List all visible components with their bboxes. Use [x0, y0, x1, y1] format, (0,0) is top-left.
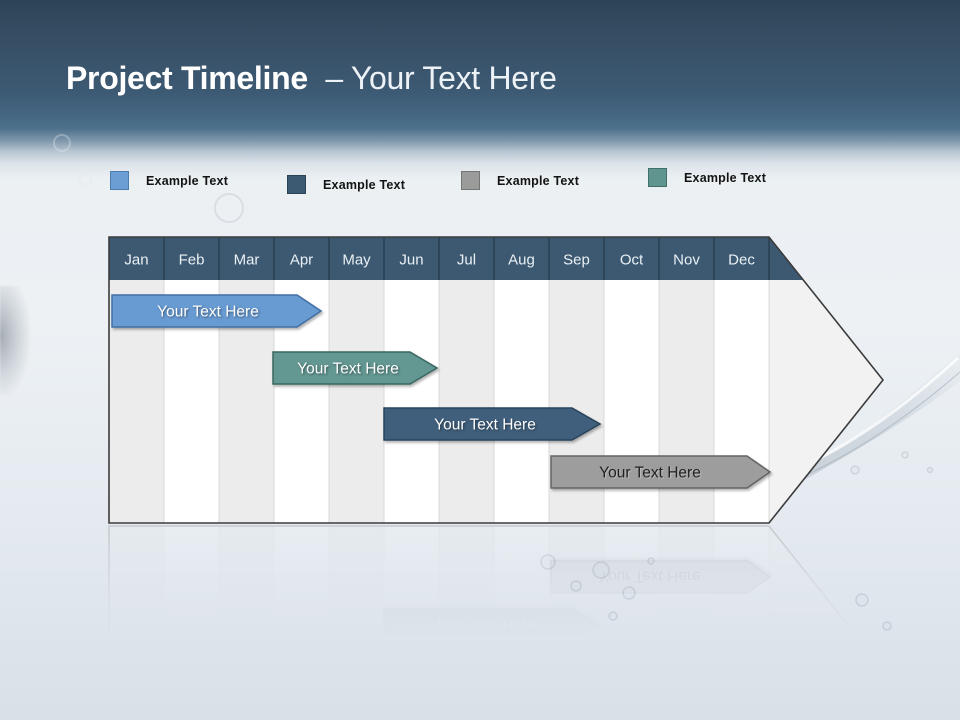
month-label-jan: Jan — [124, 252, 148, 269]
month-label-mar: Mar — [234, 252, 260, 269]
month-label-dec: Dec — [728, 252, 755, 269]
month-label-nov: Nov — [673, 252, 700, 269]
legend-item-4: Example Text — [648, 168, 766, 187]
timeline-arrow-svg: Jan Feb Mar Apr May Jun Jul Aug Sep Oct … — [108, 236, 885, 524]
task-bar-2 — [272, 351, 439, 385]
month-header-dividers — [163, 237, 770, 280]
month-label-jul: Jul — [457, 252, 476, 269]
legend-item-3: Example Text — [461, 171, 579, 190]
month-label-apr: Apr — [290, 252, 313, 269]
month-label-may: May — [342, 252, 371, 269]
legend-item-2: Example Text — [287, 175, 405, 194]
legend-label: Example Text — [497, 173, 580, 188]
task-bar-4 — [550, 455, 772, 489]
timeline-diagram: Jan Feb Mar Apr May Jun Jul Aug Sep Oct … — [108, 236, 885, 524]
legend-item-1: Example Text — [110, 171, 228, 190]
legend-label: Example Text — [684, 170, 767, 185]
task-bar-2-label: Your Text Here — [297, 361, 399, 378]
slide-title-suffix: – Your Text Here — [325, 60, 557, 96]
month-label-sep: Sep — [563, 252, 590, 269]
task-bar-1 — [111, 294, 323, 328]
task-bar-3 — [383, 407, 602, 441]
timeline-reflection-image: Jan Feb Mar Apr May Jun Jul Aug Sep Oct … — [108, 525, 884, 675]
svg-text:Your Text Here: Your Text Here — [599, 568, 701, 585]
legend-label: Example Text — [323, 177, 406, 192]
month-label-oct: Oct — [620, 252, 644, 269]
month-header-band — [109, 237, 883, 280]
legend-swatch-lightblue — [110, 171, 129, 190]
task-bar-1-label: Your Text Here — [157, 304, 259, 321]
svg-text:Your Text Here: Your Text Here — [434, 616, 536, 633]
title-band: Project Timeline – Your Text Here — [0, 0, 960, 178]
month-label-aug: Aug — [508, 252, 535, 269]
timeline-reflection: Jan Feb Mar Apr May Jun Jul Aug Sep Oct … — [108, 525, 884, 675]
task-bar-4-label: Your Text Here — [599, 465, 701, 482]
slide-title: Project Timeline – Your Text Here — [66, 60, 557, 97]
legend-swatch-teal — [648, 168, 667, 187]
task-bar-3-label: Your Text Here — [434, 417, 536, 434]
month-label-feb: Feb — [179, 252, 205, 269]
slide-title-main: Project Timeline — [66, 60, 308, 96]
legend-swatch-gray — [461, 171, 480, 190]
month-label-jun: Jun — [399, 252, 423, 269]
water-splash-left — [0, 286, 30, 396]
legend-swatch-darkblue — [287, 175, 306, 194]
legend-label: Example Text — [146, 173, 229, 188]
svg-text:Your Text Here: Your Text Here — [297, 672, 399, 676]
